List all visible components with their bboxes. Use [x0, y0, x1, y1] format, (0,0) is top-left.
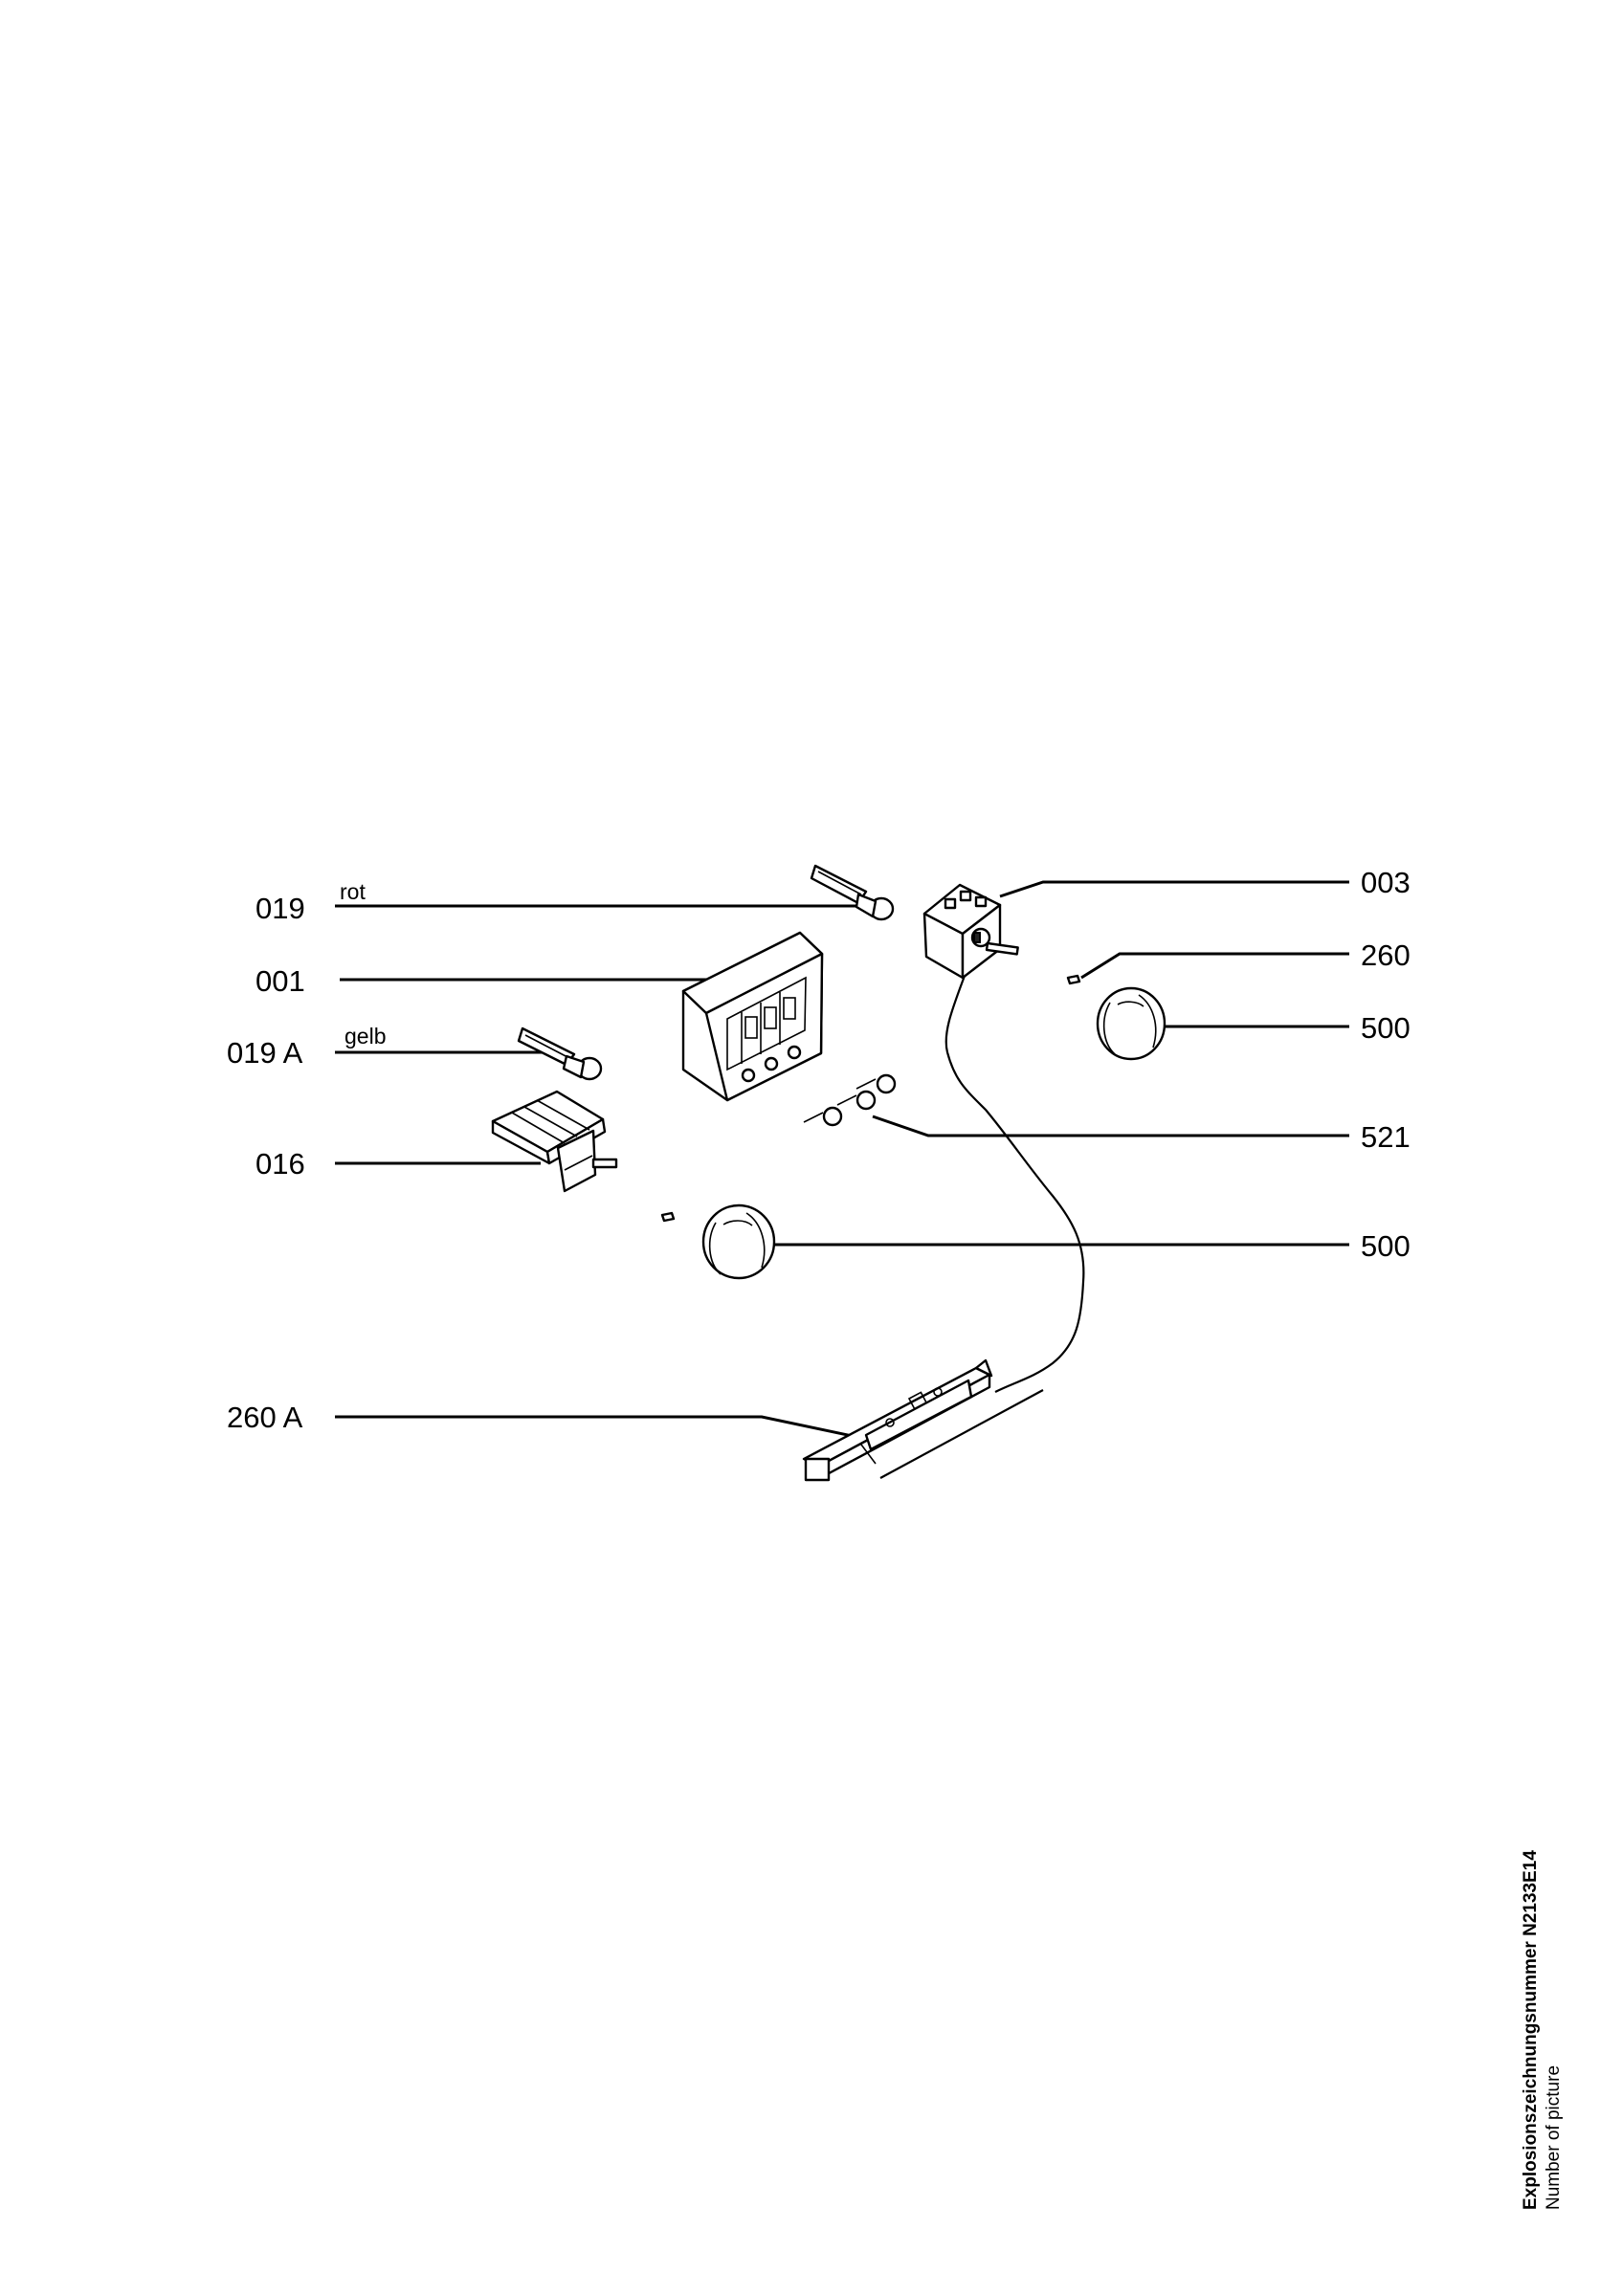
note-gelb: gelb	[344, 1024, 386, 1049]
selector-switch	[491, 1090, 618, 1193]
callout-500-top: 500	[1361, 1011, 1411, 1045]
callout-003: 003	[1361, 866, 1411, 899]
indicator-lamp-red	[810, 864, 895, 921]
note-rot: rot	[340, 879, 366, 904]
callout-500-bottom: 500	[1361, 1229, 1411, 1263]
callout-521: 521	[1361, 1120, 1411, 1154]
sensor-bracket	[802, 1358, 1044, 1482]
timer-display-module	[681, 931, 824, 1102]
leader-521	[872, 1115, 1349, 1137]
capillary-tube	[944, 975, 1085, 1393]
callout-260a: 260 A	[227, 1401, 303, 1434]
control-knob-top	[1096, 986, 1167, 1061]
drawing-number-subtitle: Number of picture	[1544, 2064, 1564, 2210]
push-buttons	[803, 1073, 897, 1127]
callout-260: 260	[1361, 938, 1411, 972]
leader-260a	[335, 1415, 862, 1440]
spring-clip	[1066, 974, 1081, 985]
callout-019a: 019 A	[227, 1036, 303, 1070]
leader-003	[999, 880, 1349, 898]
drawing-number-footer: Explosionszeichnungsnummer N2133E14 Numb…	[1520, 1760, 1596, 2210]
callout-019: 019	[256, 892, 305, 925]
thermostat	[922, 883, 1019, 980]
callout-016: 016	[256, 1147, 305, 1181]
indicator-lamp-yellow	[517, 1027, 603, 1081]
leader-260	[1080, 952, 1349, 980]
callout-001: 001	[256, 964, 305, 998]
drawing-number-title: Explosionszeichnungsnummer N2133E14	[1521, 1850, 1541, 2210]
control-knob-bottom	[701, 1203, 776, 1280]
spring-clip-small	[660, 1211, 676, 1223]
